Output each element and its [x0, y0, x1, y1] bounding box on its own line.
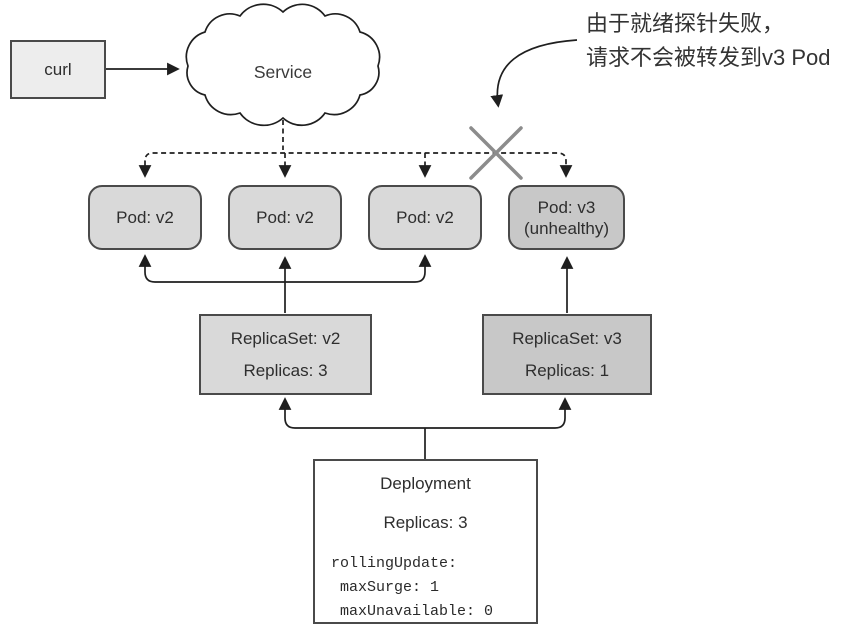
pod-node-v2-2: Pod: v2 [228, 185, 342, 250]
curl-node: curl [10, 40, 106, 99]
pod-node-v2-1: Pod: v2 [88, 185, 202, 250]
curl-label: curl [44, 59, 72, 79]
pod-label: Pod: v2 [116, 208, 174, 227]
annotation-line-1: 由于就绪探针失败， [586, 11, 785, 36]
annotation-text: 由于就绪探针失败， 请求不会被转发到v3 Pod [586, 7, 831, 75]
replicaset-node-v3: ReplicaSet: v3 Replicas: 1 [482, 314, 652, 395]
service-cloud [185, 3, 381, 127]
service-label: Service [253, 62, 313, 82]
replicaset-title: ReplicaSet: v3 [512, 329, 622, 348]
pod-node-v3-unhealthy: Pod: v3 (unhealthy) [508, 185, 625, 250]
rolling-update-line: rollingUpdate: [331, 555, 458, 572]
max-unavailable-line: maxUnavailable: 0 [340, 603, 494, 620]
pod-label: Pod: v2 [256, 208, 314, 227]
replicaset-replicas: Replicas: 3 [243, 361, 328, 380]
blocked-x-icon [469, 126, 523, 180]
pod-node-v2-3: Pod: v2 [368, 185, 482, 250]
annotation-line-2: 请求不会被转发到v3 Pod [586, 45, 831, 70]
pod-sublabel: (unhealthy) [523, 218, 610, 238]
deployment-branch-arrows [278, 397, 572, 429]
deployment-rolling-update-config: rollingUpdate: maxSurge: 1 maxUnavailabl… [315, 552, 536, 624]
service-to-pods-dashed-rail [138, 152, 573, 178]
replicaset-node-v2: ReplicaSet: v2 Replicas: 3 [199, 314, 372, 395]
deployment-title: Deployment [380, 474, 471, 493]
replicaset-replicas: Replicas: 1 [524, 361, 610, 380]
replicaset-title: ReplicaSet: v2 [230, 329, 341, 348]
pod-label: Pod: v2 [396, 208, 454, 227]
pod-label: Pod: v3 [537, 197, 596, 217]
rs2-branch-arrows [138, 254, 432, 283]
max-surge-line: maxSurge: 1 [340, 579, 440, 596]
annotation-curved-arrow [490, 39, 578, 108]
deployment-replicas: Replicas: 3 [383, 513, 468, 532]
deployment-node: Deployment Replicas: 3 rollingUpdate: ma… [313, 459, 538, 624]
